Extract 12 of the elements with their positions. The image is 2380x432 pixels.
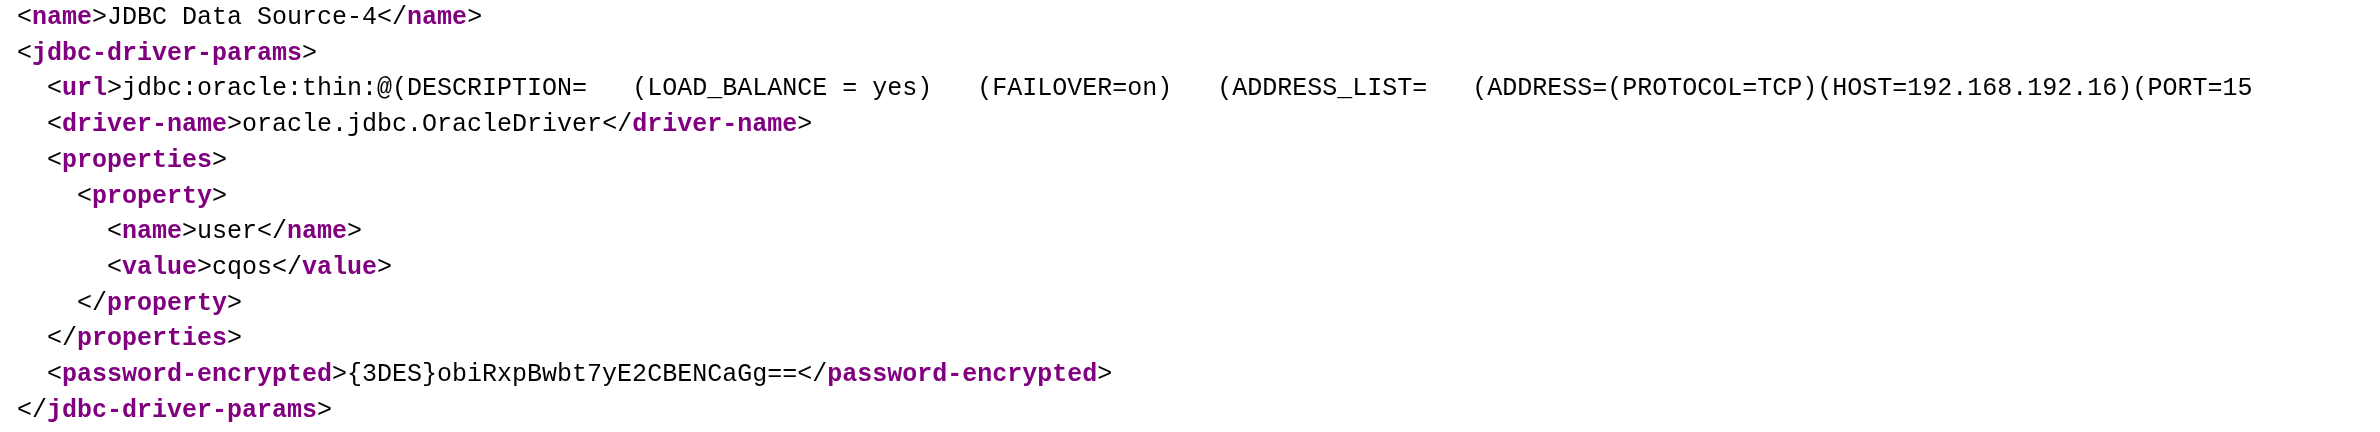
code-line: <property> [77,180,228,213]
code-line: <url>jdbc:oracle:thin:@(DESCRIPTION= (LOAD_BALANCE = yes) (FAILOVER=on) (ADDRESS_LIST= (ADDRESS=(PROTOCOL=TCP)(HOST=192.168.192.16)(PORT=15 [47,73,2253,106]
code-line: <jdbc-driver-params> [17,37,318,70]
code-line: </properties> [47,323,243,356]
code-line: <name>user</name> [107,216,363,249]
code-line: <name>JDBC Data Source-4</name> [17,2,483,34]
code-line: <properties> [47,144,228,177]
code-line: </jdbc-driver-params> [17,394,333,427]
code-line: <driver-name>oracle.jdbc.OracleDriver</driver-name> [47,109,813,142]
code-line: <value>cqos</value> [107,251,393,284]
code-line: </property> [77,287,243,320]
code-line: <password-encrypted>{3DES}obiRxpBwbt7yE2CBENCaGg==</password-encrypted> [47,359,1113,392]
